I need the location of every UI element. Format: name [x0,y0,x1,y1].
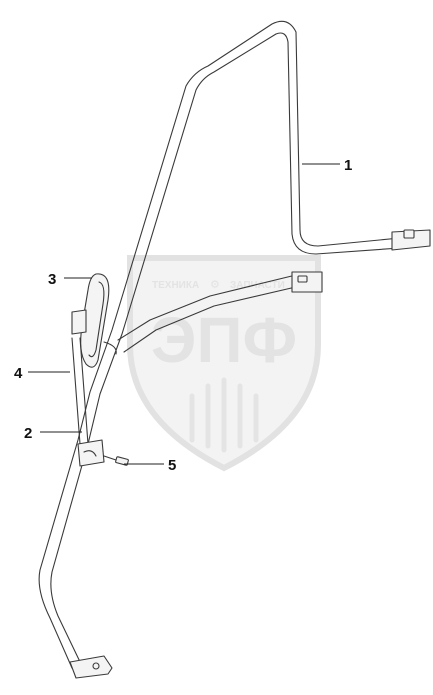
callout-label-3: 3 [48,271,56,288]
callout-label-4: 4 [14,365,23,382]
tube-frame-part-1 [38,20,431,679]
support-rod-part-4 [71,337,89,445]
watermark-word-left: ТЕХНИКА [152,280,199,291]
clamp-part-2 [77,439,105,467]
callout-labels: 1 2 3 4 5 [14,157,352,474]
callout-leaders [28,163,340,465]
watermark-logo-letters: ЭПФ [151,304,297,376]
watermark-wheat-icon [189,377,259,453]
callout-label-1: 1 [344,157,352,174]
mirror-arm [117,271,323,353]
watermark: ТЕХНИКА ⚙ ЗАПЧАСТИ ЭПФ [127,255,321,472]
watermark-gear-icon: ⚙ [210,279,220,291]
callout-label-5: 5 [168,457,176,474]
watermark-word-right: ЗАПЧАСТИ [230,280,285,291]
watermark-shield [127,255,321,472]
mirror-head-part-3 [71,273,117,368]
bolt-part-5 [103,455,129,466]
callout-label-2: 2 [24,425,32,442]
